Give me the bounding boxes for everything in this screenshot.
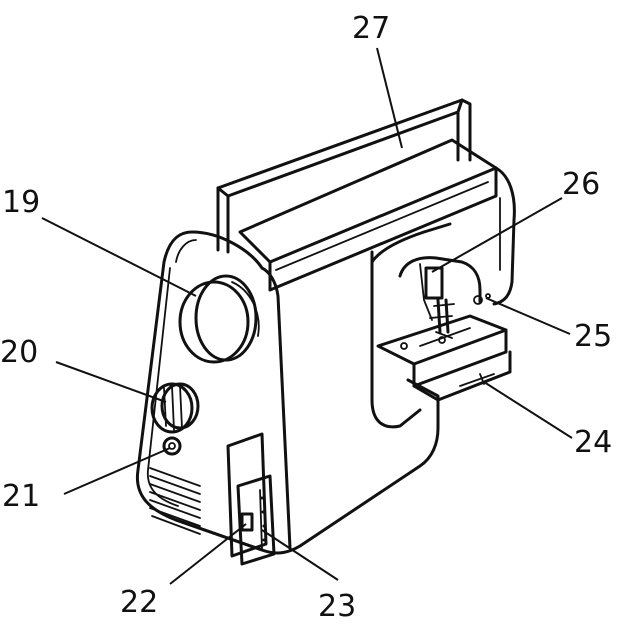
leader-26 [431,197,563,273]
leader-20 [55,361,167,403]
leader-25 [485,297,571,335]
leader-22 [169,523,247,585]
callout-19: 19 [2,185,40,220]
base-ledge [406,378,440,406]
leader-24 [483,381,573,439]
sewing-machine-illustration [135,98,516,566]
switch-panel [226,432,276,566]
machine-body [135,166,516,555]
callout-20: 20 [0,335,38,370]
callout-23: 23 [318,589,356,624]
carry-handle [216,98,472,254]
handwheel [178,274,260,364]
leader-27 [376,47,403,149]
leader-23 [261,529,339,581]
callout-labels: 19 20 21 22 23 24 25 26 27 [0,11,612,624]
reverse-lever [162,436,182,456]
callout-21: 21 [2,479,40,514]
callout-27: 27 [352,11,390,46]
callout-22: 22 [120,585,158,620]
callout-25: 25 [574,319,612,354]
stitch-dial [150,382,200,434]
top-cover [238,138,498,292]
needle-head [398,256,491,339]
vent-grille [149,467,201,535]
free-arm [376,314,512,413]
leader-19 [41,217,197,297]
callout-26: 26 [562,167,600,202]
leader-lines [41,47,573,585]
callout-24: 24 [574,425,612,460]
leader-21 [63,447,171,495]
